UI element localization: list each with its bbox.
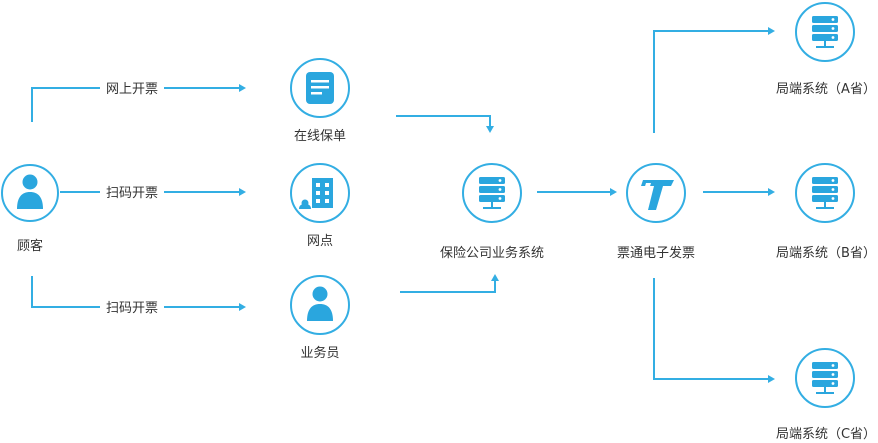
connectors bbox=[31, 27, 775, 383]
node-label-insurance-system: 保险公司业务系统 bbox=[440, 245, 544, 261]
edge-labels: 网上开票 扫码开票 扫码开票 bbox=[106, 82, 158, 316]
node-local-a: 局端系统（A省） bbox=[776, 2, 876, 97]
edge-customer-online-policy bbox=[31, 87, 240, 122]
node-customer: 顾客 bbox=[1, 164, 59, 254]
server-icon bbox=[479, 177, 505, 209]
edge-salesman-insurance bbox=[400, 281, 496, 293]
edge-customer-salesman bbox=[31, 276, 240, 308]
node-label-e-invoice: 票通电子发票 bbox=[617, 245, 695, 261]
node-local-b: 局端系统（B省） bbox=[776, 163, 876, 261]
node-label-salesman: 业务员 bbox=[300, 345, 339, 361]
node-online-policy: 在线保单 bbox=[290, 58, 350, 144]
invoice-logo-icon bbox=[641, 180, 674, 210]
arrowhead bbox=[239, 188, 246, 196]
node-label-local-a: 局端系统（A省） bbox=[776, 82, 876, 97]
edge-label-scan-invoice-outlet: 扫码开票 bbox=[106, 186, 158, 201]
arrowhead bbox=[486, 126, 494, 133]
arrowhead bbox=[239, 84, 246, 92]
arrowhead bbox=[239, 303, 246, 311]
node-label-customer: 顾客 bbox=[17, 238, 43, 254]
edge-online-policy-insurance bbox=[396, 115, 491, 126]
server-icon bbox=[812, 177, 838, 209]
node-outlet: 网点 bbox=[290, 163, 350, 249]
arrowhead bbox=[491, 274, 499, 281]
arrowhead bbox=[610, 188, 617, 196]
person-icon bbox=[17, 174, 43, 209]
building-icon bbox=[299, 178, 333, 209]
node-insurance-system: 保险公司业务系统 bbox=[440, 163, 544, 261]
document-icon bbox=[306, 72, 334, 104]
arrowhead bbox=[768, 188, 775, 196]
server-icon bbox=[812, 362, 838, 394]
server-icon bbox=[812, 16, 838, 48]
edge-einvoice-local-a bbox=[653, 30, 768, 133]
node-e-invoice: 票通电子发票 bbox=[617, 163, 695, 261]
arrowhead bbox=[768, 375, 775, 383]
node-label-local-c: 局端系统（C省） bbox=[776, 427, 876, 442]
edge-einvoice-local-c bbox=[653, 278, 768, 380]
edge-label-scan-invoice-salesman: 扫码开票 bbox=[106, 301, 158, 316]
node-label-online-policy: 在线保单 bbox=[294, 129, 346, 144]
node-label-outlet: 网点 bbox=[307, 234, 333, 249]
arrowhead bbox=[768, 27, 775, 35]
node-label-local-b: 局端系统（B省） bbox=[776, 246, 876, 261]
node-salesman: 业务员 bbox=[290, 275, 350, 361]
edge-label-online-invoice: 网上开票 bbox=[106, 82, 158, 97]
person-icon bbox=[307, 286, 333, 321]
node-local-c: 局端系统（C省） bbox=[776, 348, 876, 442]
